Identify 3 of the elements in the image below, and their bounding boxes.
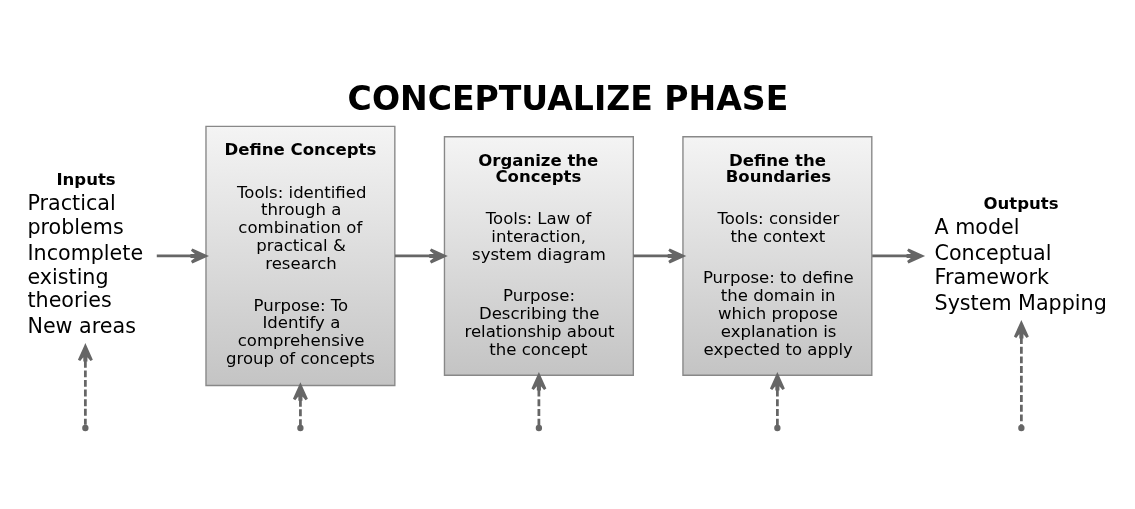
- node-text: Inputs Practical problems Incomplete existing theories New areas: [27, 169, 144, 338]
- node-text: Outputs A model Conceptual Framework System Mapping: [934, 193, 1107, 315]
- diagram-title: CONCEPTUALIZE PHASE: [347, 78, 789, 118]
